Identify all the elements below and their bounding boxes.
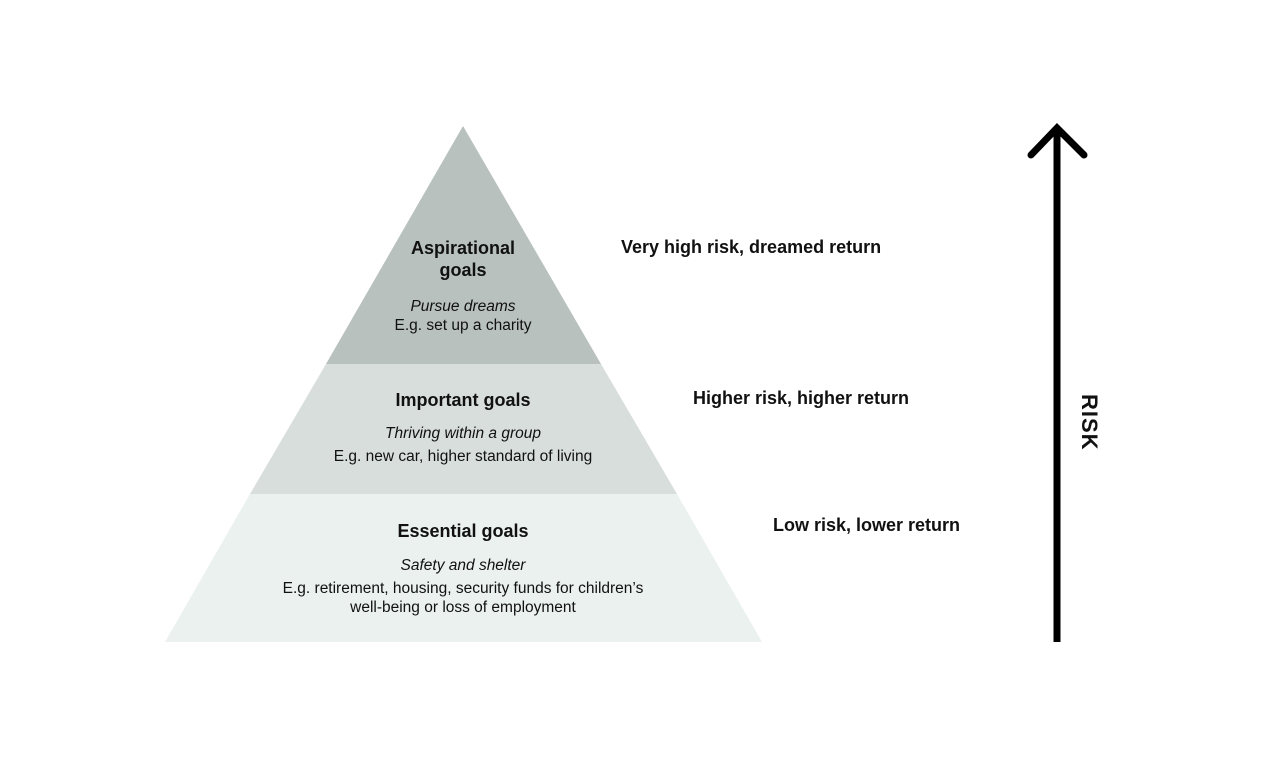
tier-aspirational-title-line2: goals bbox=[439, 260, 487, 280]
risk-label-important: Higher risk, higher return bbox=[693, 388, 910, 408]
tier-essential-example-line2: well-being or loss of employment bbox=[350, 599, 576, 616]
tier-important-subtitle: Thriving within a group bbox=[385, 425, 541, 442]
tier-essential-example: E.g. retirement, housing, security funds… bbox=[282, 580, 644, 597]
tier-important-title: Important goals bbox=[395, 390, 531, 410]
tier-aspirational-text: Aspirational goals Pursue dreams E.g. se… bbox=[395, 237, 532, 335]
tier-essential-subtitle: Safety and shelter bbox=[400, 557, 526, 574]
tier-aspirational-subtitle: Pursue dreams bbox=[410, 298, 516, 315]
risk-axis-label: RISK bbox=[1077, 394, 1102, 451]
tier-aspirational-title: Aspirational bbox=[410, 238, 516, 258]
tier-important-example: E.g. new car, higher standard of living bbox=[333, 448, 593, 465]
risk-label-essential: Low risk, lower return bbox=[773, 515, 961, 535]
pyramid-tier-important bbox=[250, 364, 677, 494]
risk-label-aspirational: Very high risk, dreamed return bbox=[621, 237, 882, 257]
tier-essential-text: Essential goals Safety and shelter E.g. … bbox=[283, 520, 644, 617]
risk-arrow bbox=[1027, 123, 1088, 642]
pyramid-tier-essential bbox=[165, 494, 762, 642]
tier-important-text: Important goals Thriving within a group … bbox=[334, 389, 592, 466]
tier-essential-title: Essential goals bbox=[397, 521, 529, 541]
pyramid-tier-aspirational bbox=[326, 126, 601, 364]
risk-arrow-head bbox=[1027, 123, 1088, 159]
tier-aspirational-example: E.g. set up a charity bbox=[394, 317, 532, 334]
